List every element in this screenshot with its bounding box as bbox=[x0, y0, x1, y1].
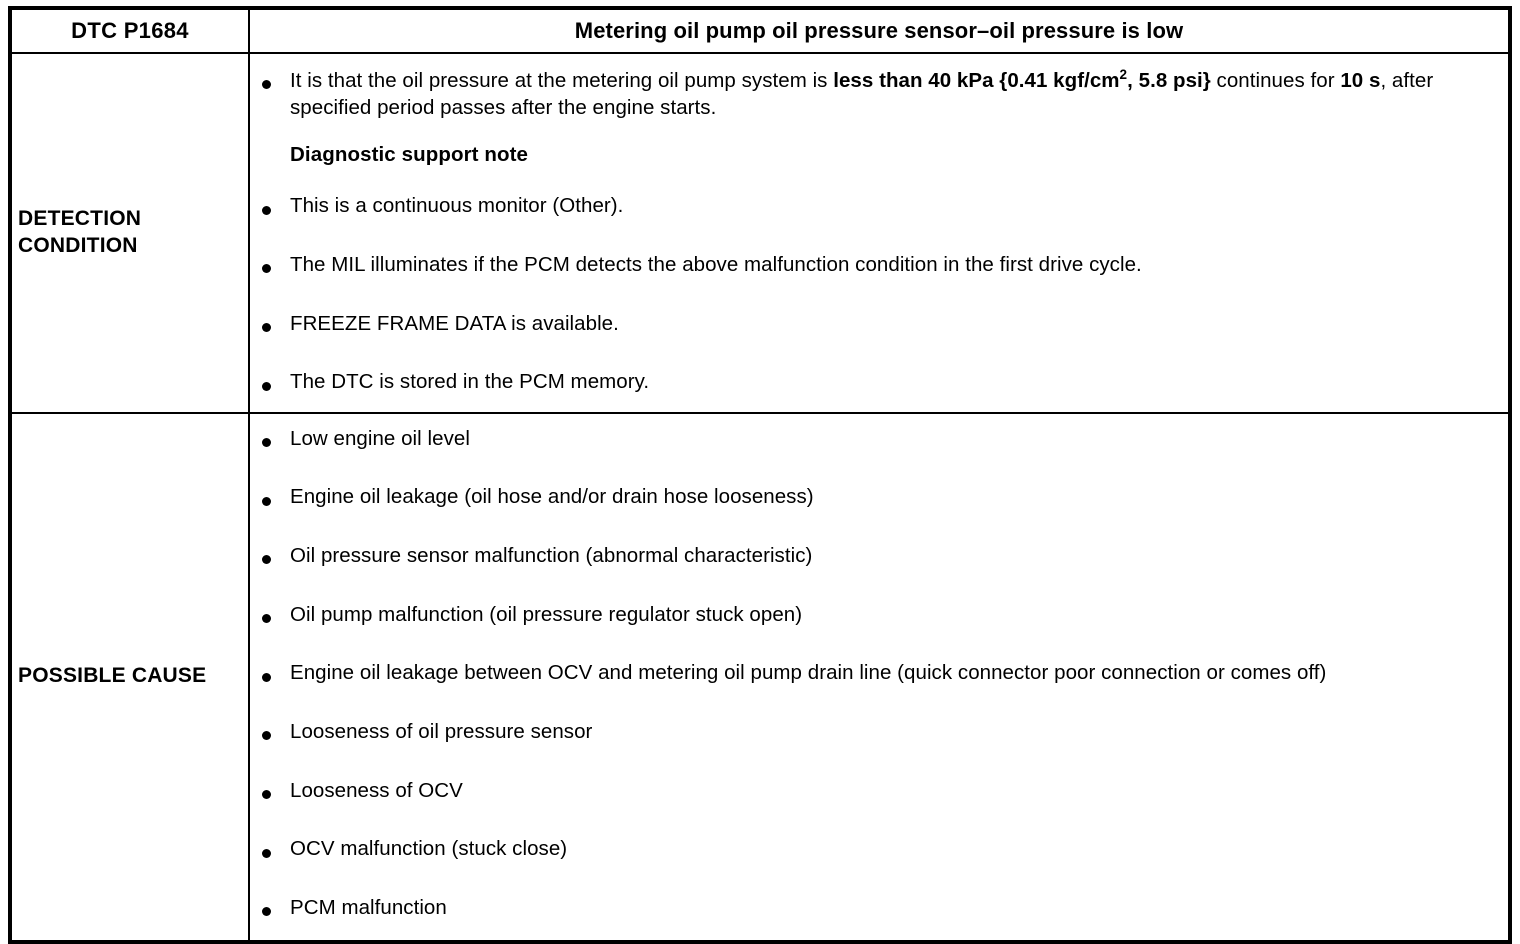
possible-cause-label-cell: POSSIBLE CAUSE bbox=[12, 413, 250, 940]
detection-condition-label: DETECTION CONDITION bbox=[18, 206, 141, 260]
list-item: OCV malfunction (stuck close) bbox=[250, 836, 1498, 863]
detection-bullet-0-text-after: , after specified period passes after th… bbox=[290, 69, 1434, 119]
detection-bullet-0-bold-3: 10 s bbox=[1340, 69, 1381, 92]
detection-condition-label-cell: DETECTION CONDITION bbox=[12, 54, 250, 412]
list-item: Oil pressure sensor malfunction (abnorma… bbox=[250, 543, 1498, 570]
dtc-code: DTC P1684 bbox=[71, 18, 189, 43]
detection-condition-row: DETECTION CONDITION It is that the oil p… bbox=[12, 52, 1508, 412]
detection-condition-label-line1: DETECTION bbox=[18, 207, 142, 231]
list-item: FREEZE FRAME DATA is available. bbox=[250, 311, 1498, 338]
detection-condition-bullet-list: It is that the oil pressure at the meter… bbox=[250, 68, 1498, 396]
list-item: It is that the oil pressure at the meter… bbox=[250, 68, 1498, 121]
list-item: PCM malfunction bbox=[250, 895, 1498, 922]
list-item: Looseness of OCV bbox=[250, 778, 1498, 805]
possible-cause-label: POSSIBLE CAUSE bbox=[18, 664, 207, 688]
list-item: The DTC is stored in the PCM memory. bbox=[250, 369, 1498, 396]
list-item: Engine oil leakage (oil hose and/or drai… bbox=[250, 484, 1498, 511]
dtc-table: DTC P1684 Metering oil pump oil pressure… bbox=[8, 6, 1512, 944]
possible-cause-row: POSSIBLE CAUSE Low engine oil level Engi… bbox=[12, 411, 1508, 940]
dtc-code-cell: DTC P1684 bbox=[12, 10, 250, 52]
list-item: Low engine oil level bbox=[250, 426, 1498, 453]
list-item: Engine oil leakage between OCV and meter… bbox=[250, 660, 1498, 687]
detection-bullet-0-text-middle: continues for bbox=[1210, 69, 1341, 92]
detection-bullet-0-superscript: 2 bbox=[1119, 67, 1128, 83]
list-item: The MIL illuminates if the PCM detects t… bbox=[250, 252, 1498, 279]
detection-bullet-0-bold-1: less than 40 kPa {0.41 kgf/cm bbox=[833, 69, 1120, 92]
table-header-row: DTC P1684 Metering oil pump oil pressure… bbox=[12, 10, 1508, 52]
list-item: Oil pump malfunction (oil pressure regul… bbox=[250, 602, 1498, 629]
page-title: Metering oil pump oil pressure sensor–oi… bbox=[574, 18, 1184, 43]
detection-condition-label-line2: CONDITION bbox=[18, 233, 138, 257]
detection-bullet-0-text-before: It is that the oil pressure at the meter… bbox=[290, 69, 834, 92]
list-item: Looseness of oil pressure sensor bbox=[250, 719, 1498, 746]
list-item: This is a continuous monitor (Other). bbox=[250, 193, 1498, 220]
possible-cause-bullet-list: Low engine oil level Engine oil leakage … bbox=[250, 426, 1498, 922]
dtc-title-cell: Metering oil pump oil pressure sensor–oi… bbox=[250, 10, 1508, 52]
detection-condition-content: It is that the oil pressure at the meter… bbox=[250, 54, 1508, 412]
detection-bullet-0-bold-2: , 5.8 psi} bbox=[1127, 69, 1211, 92]
diagnostic-support-note-heading: Diagnostic support note bbox=[290, 143, 529, 167]
possible-cause-content: Low engine oil level Engine oil leakage … bbox=[250, 414, 1508, 940]
